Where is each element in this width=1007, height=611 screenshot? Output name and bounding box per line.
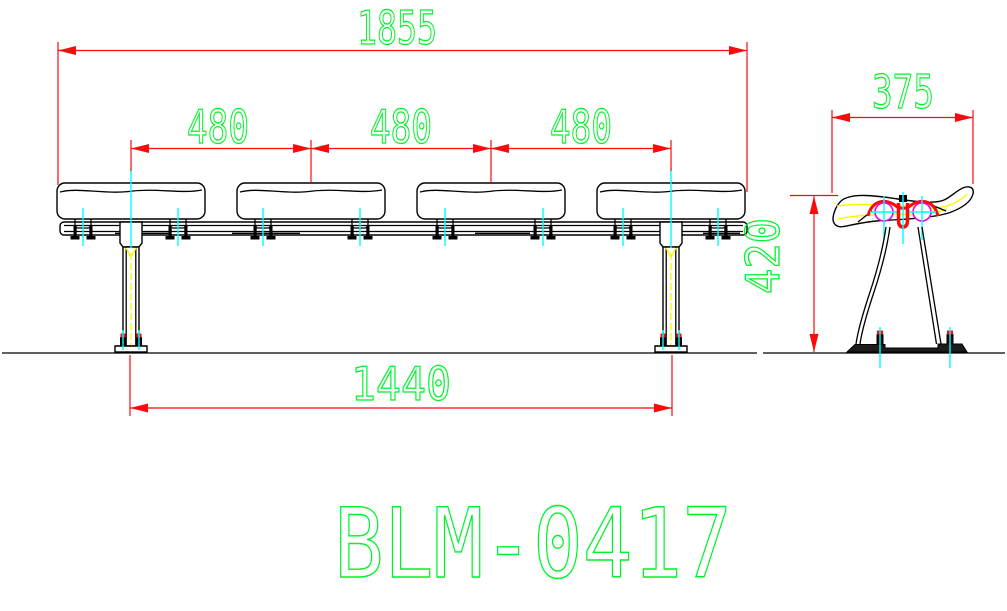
dim-seat-depth: 375: [831, 64, 974, 193]
dim-text-seat-pitch-2: 480: [370, 100, 432, 154]
dim-total-width: 1855: [57, 0, 748, 192]
front-view: 1855 480 480 480 1440: [56, 0, 748, 416]
dim-text-total-width: 1855: [357, 1, 437, 55]
dim-text-seat-pitch-1: 480: [187, 100, 249, 154]
dim-seat-pitch: 480 480 480: [130, 99, 672, 183]
dim-text-leg-spacing: 1440: [351, 357, 451, 411]
seat-2: [236, 182, 386, 220]
seat-contour-line-bottom: [837, 208, 948, 220]
dim-text-seat-height: 420: [736, 218, 790, 294]
dim-text-seat-pitch-3: 480: [550, 100, 612, 154]
bracket-centerlines: [82, 168, 719, 248]
side-leg: [855, 226, 942, 345]
side-view: 375 420: [735, 64, 974, 368]
dim-text-seat-depth: 375: [872, 65, 934, 119]
anchor-bolt-left: [876, 327, 884, 368]
drawing-title: BLM-0417: [334, 488, 732, 600]
seat-clamp-assembly: [857, 192, 947, 244]
dim-seat-height: 420: [735, 194, 838, 352]
anchor-bolt-right: [946, 327, 954, 368]
side-base-plate: [845, 327, 968, 368]
beam: [59, 221, 748, 236]
dim-leg-spacing: 1440: [129, 355, 673, 416]
